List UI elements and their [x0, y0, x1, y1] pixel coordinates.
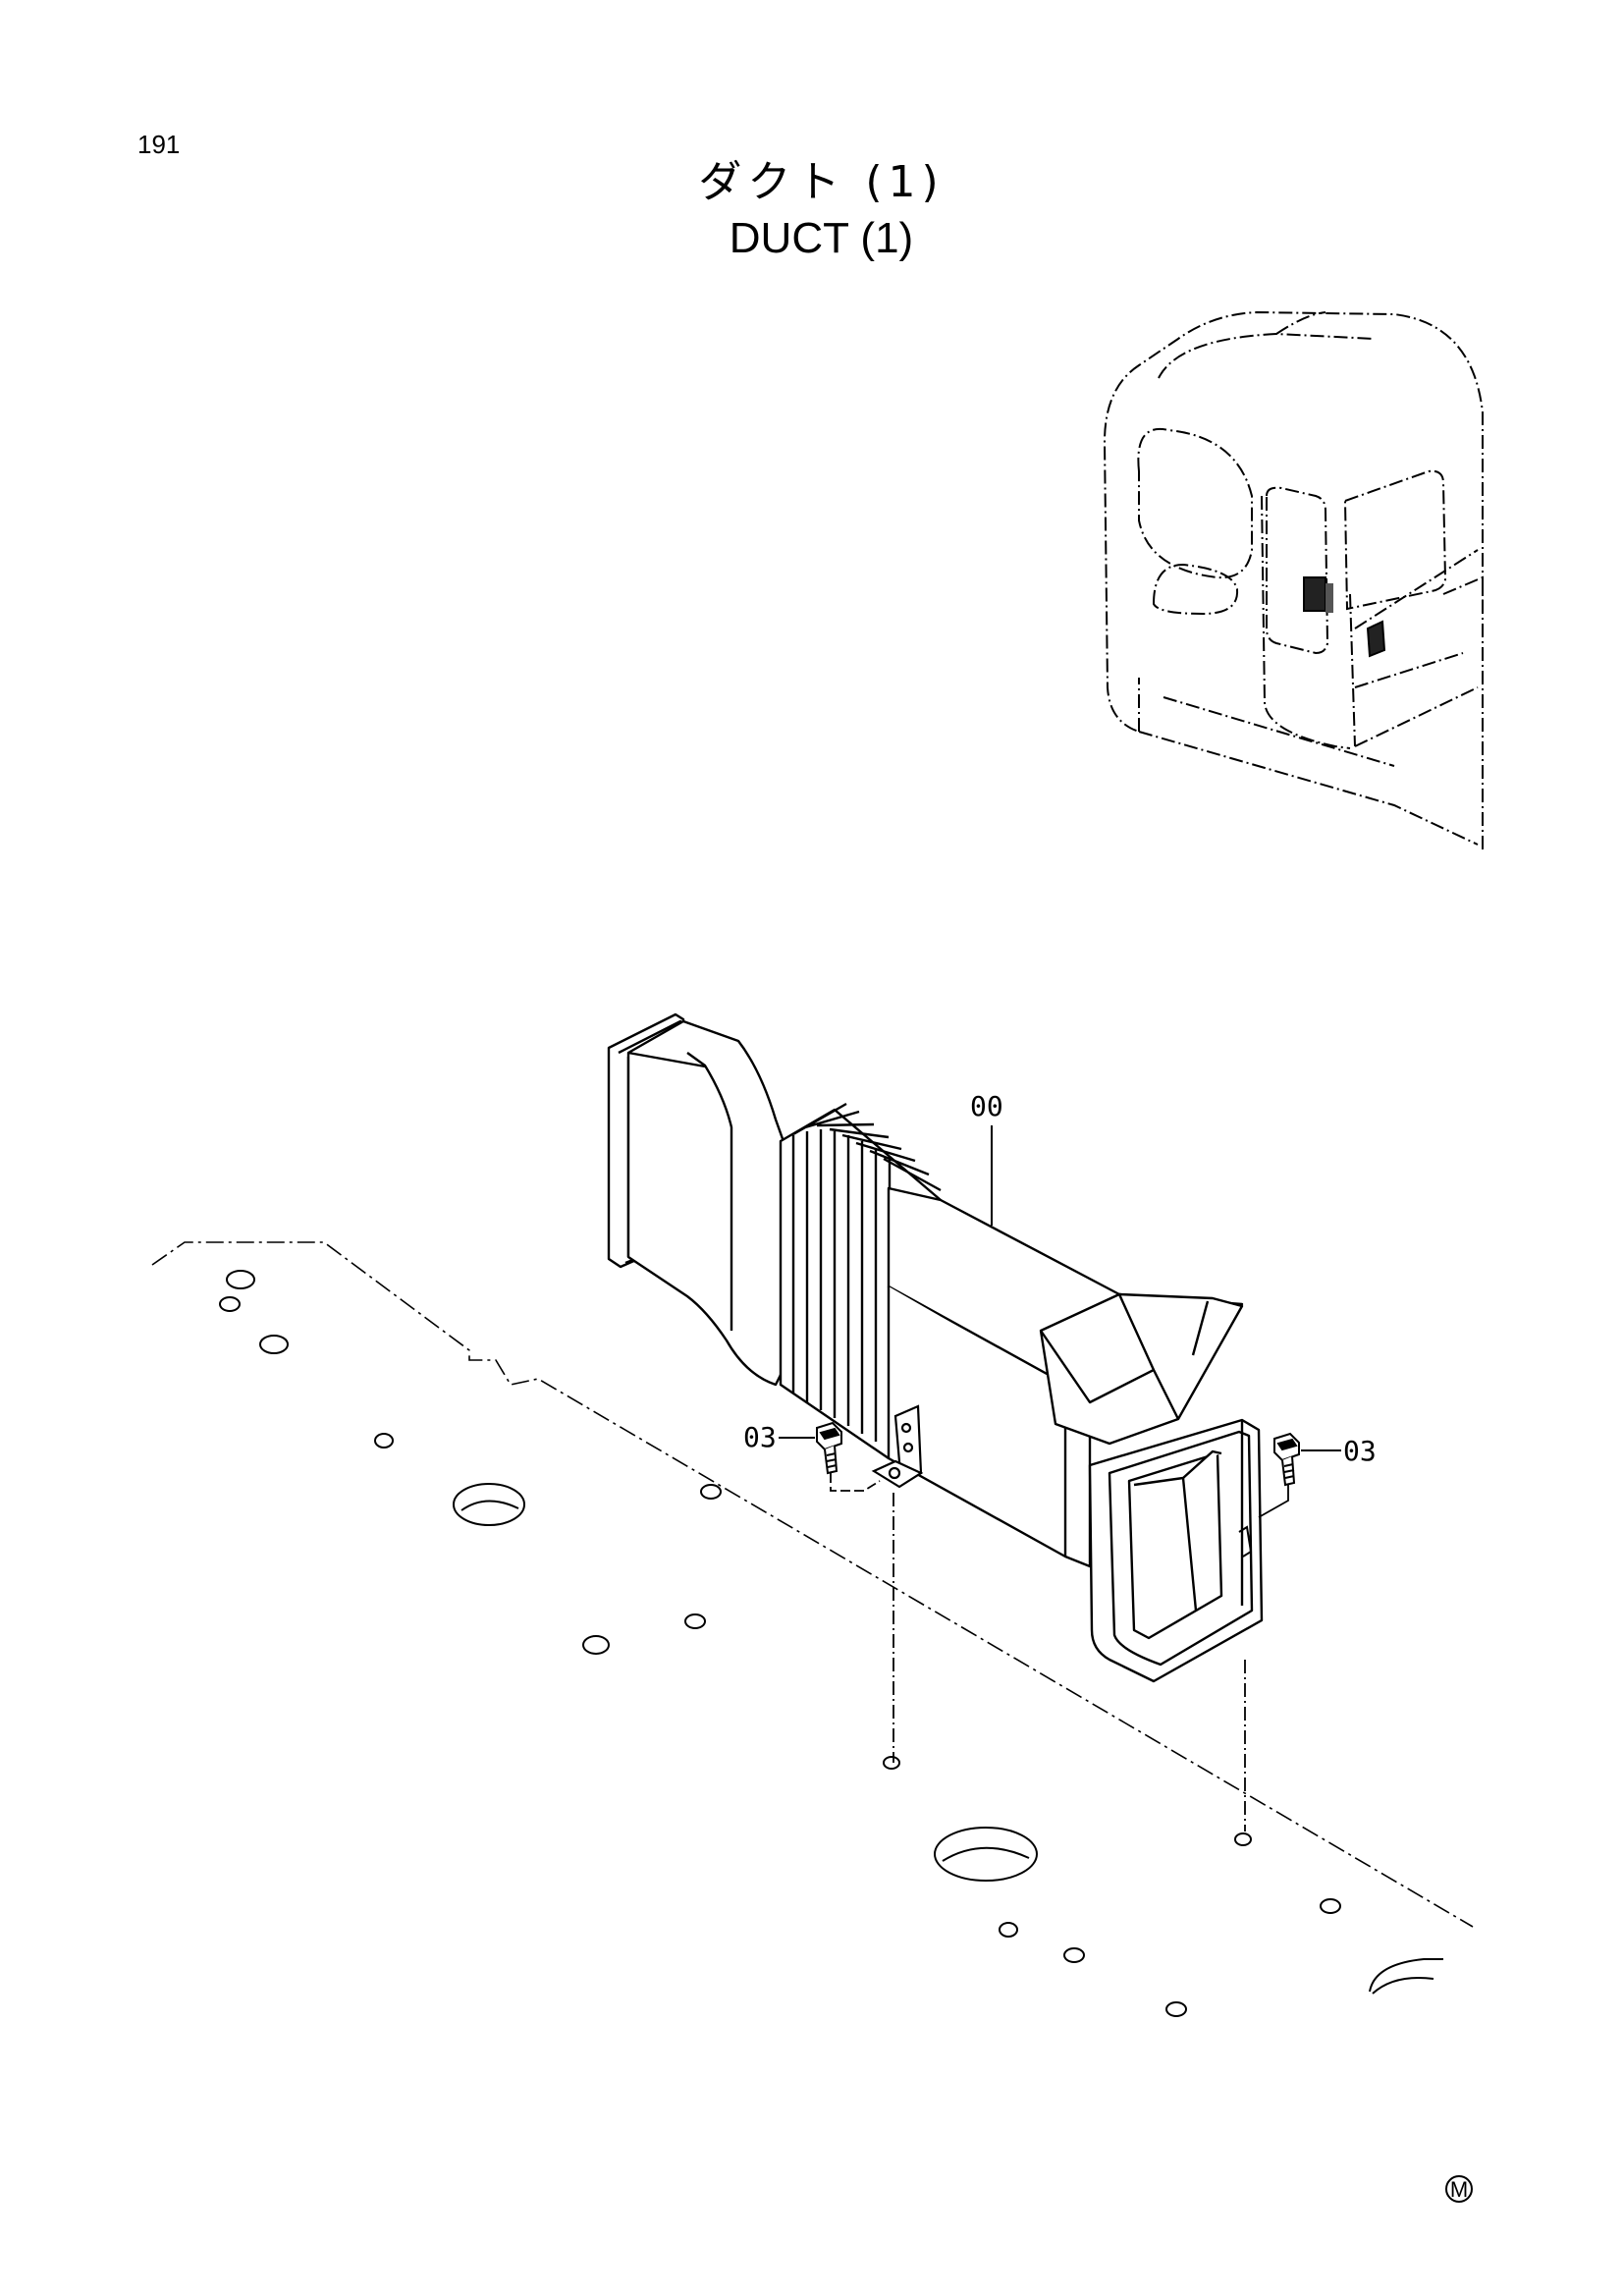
floor-hole	[453, 1483, 525, 1526]
duct-bracket	[871, 1404, 924, 1489]
floor-hole	[700, 1484, 722, 1500]
floor-hole	[934, 1827, 1038, 1882]
bolt-right	[1273, 1432, 1300, 1487]
duct-assembly	[607, 1012, 1264, 1683]
floor-hole	[1320, 1898, 1341, 1914]
cab-locator-view	[1103, 310, 1484, 849]
floor-hole	[226, 1270, 255, 1289]
corner-mark-icon: M	[1445, 2175, 1473, 2203]
cab-vent-marker-1	[1303, 576, 1333, 613]
callout-label-bolt-right: 03	[1343, 1435, 1377, 1467]
floor-hole	[1234, 1832, 1252, 1846]
cab-vent-marker-2	[1366, 620, 1386, 658]
callout-label-bolt-left: 03	[743, 1421, 777, 1453]
floor-plate-outline	[151, 1241, 1474, 1928]
floor-hole	[259, 1335, 289, 1354]
floor-hole	[883, 1756, 900, 1770]
floor-hole	[582, 1635, 610, 1655]
floor-hole	[1063, 1947, 1085, 1963]
callout-label-duct: 00	[970, 1090, 1003, 1122]
page-title: ダクト (1) DUCT (1)	[0, 155, 1623, 267]
callout-bolt-left: 03	[743, 1421, 815, 1453]
floor-holes	[219, 1270, 1443, 2017]
outlet-tab	[1238, 1525, 1253, 1558]
corner-mark-text: M	[1450, 2177, 1468, 2202]
floor-hole	[1165, 2001, 1187, 2017]
floor-hole	[684, 1613, 706, 1629]
assembly-lines	[830, 1473, 1289, 1831]
page-number: 191	[137, 130, 181, 159]
floor-hole	[999, 1922, 1018, 1938]
title-english: DUCT (1)	[729, 214, 914, 262]
floor-hole	[374, 1433, 394, 1449]
bolt-left	[816, 1421, 842, 1475]
callout-bolt-right: 03	[1301, 1435, 1377, 1467]
floor-hole	[219, 1296, 241, 1312]
callout-duct: 00	[970, 1090, 1003, 1226]
title-japanese: ダクト (1)	[698, 157, 945, 207]
